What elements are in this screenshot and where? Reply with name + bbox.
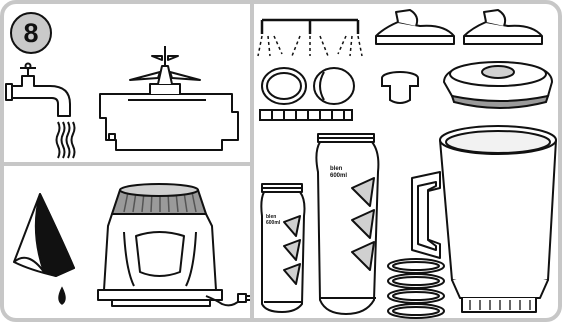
water-spray-icon [258, 36, 362, 56]
small-bottle-icon [261, 184, 304, 312]
gasket-ring-icon [262, 68, 354, 104]
water-drop-icon [59, 288, 65, 304]
cloth-icon [14, 194, 74, 276]
motor-base-icon [98, 184, 250, 306]
small-bottle-brand-label: blen 600ml [266, 214, 280, 226]
large-bottle-brand-label: blen 600ml [330, 166, 347, 180]
water-stream-icon [57, 122, 75, 158]
faucet-icon [6, 64, 70, 117]
flip-lid-icon [464, 10, 542, 44]
grater-strip-icon [260, 110, 352, 120]
sealing-rings-icon [388, 259, 444, 318]
dishwasher-rack-icon [262, 20, 358, 34]
blade-assembly-icon [100, 46, 238, 150]
step-number-badge: 8 [10, 12, 52, 54]
large-bottle-brand-line1: blen [330, 166, 347, 173]
small-bottle-brand-line2: 600ml [266, 220, 280, 226]
large-bottle-icon [316, 134, 378, 314]
jug-lid-icon [444, 62, 552, 108]
large-bottle-brand-line2: 600ml [330, 173, 347, 180]
measuring-cap-icon [382, 72, 418, 103]
flip-lid-icon [376, 10, 454, 44]
